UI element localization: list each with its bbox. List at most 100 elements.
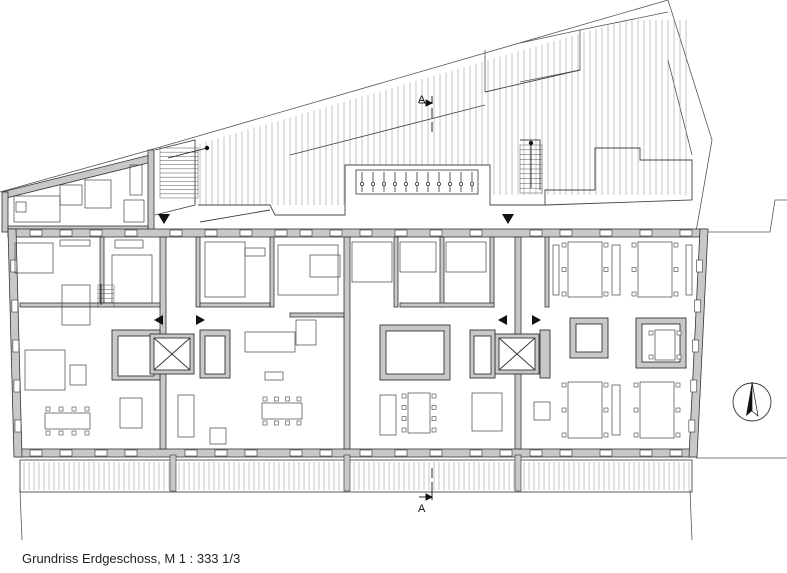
drawing-caption: Grundriss Erdgeschoss, M 1 : 333 1/3: [22, 551, 241, 566]
window: [289, 449, 303, 457]
chair: [71, 406, 77, 412]
window: [359, 449, 373, 457]
chair: [285, 396, 290, 402]
window: [429, 229, 443, 237]
window: [559, 229, 573, 237]
window: [124, 449, 138, 457]
chair: [675, 432, 681, 438]
window: [688, 419, 696, 433]
chair: [401, 405, 407, 410]
window: [184, 449, 198, 457]
window: [639, 449, 653, 457]
chair: [561, 432, 567, 438]
window: [59, 229, 73, 237]
chair: [648, 354, 654, 360]
chair: [84, 406, 90, 412]
chair: [603, 242, 609, 248]
railing-post-knob: [436, 181, 441, 186]
window: [694, 299, 701, 313]
chair: [58, 430, 64, 436]
window: [29, 229, 43, 237]
chair: [285, 420, 290, 426]
furniture: [14, 239, 693, 445]
window: [214, 449, 228, 457]
window: [599, 449, 613, 457]
chair: [401, 416, 407, 421]
window: [11, 299, 19, 313]
south-arcade: [19, 454, 693, 493]
window: [429, 449, 443, 457]
chair: [262, 396, 268, 402]
window: [244, 449, 258, 457]
window: [12, 339, 20, 353]
window: [239, 229, 253, 237]
chair: [84, 430, 90, 436]
north-terrace-hatching: [199, 20, 687, 205]
window: [124, 229, 138, 237]
chair: [631, 242, 637, 248]
railing: [355, 169, 479, 195]
railing-post-knob: [403, 181, 408, 186]
chair: [631, 267, 637, 272]
window: [169, 229, 183, 237]
chair: [45, 430, 51, 436]
chair: [633, 382, 639, 388]
window: [679, 229, 693, 237]
window: [94, 449, 108, 457]
railing-post-knob: [359, 181, 364, 186]
chair: [648, 330, 654, 336]
window: [696, 259, 703, 273]
chair: [274, 420, 279, 426]
railing-post-knob: [370, 181, 375, 186]
chair: [673, 242, 679, 248]
stair-outline: [97, 284, 115, 308]
window: [89, 229, 103, 237]
chair: [431, 416, 437, 421]
chair: [296, 396, 302, 402]
chair: [631, 291, 637, 297]
chair: [673, 267, 679, 272]
chair: [71, 430, 77, 436]
chair: [431, 393, 437, 399]
chair: [431, 405, 437, 410]
section-label-bottom: A: [418, 503, 426, 515]
chair: [58, 406, 64, 412]
railing-post-knob: [447, 181, 452, 186]
window: [692, 339, 699, 353]
chair: [603, 382, 609, 388]
chair: [561, 291, 567, 297]
chair: [296, 420, 302, 426]
railing-post-knob: [425, 181, 430, 186]
railing-post-knob: [381, 181, 386, 186]
window: [299, 229, 313, 237]
terrace-edges: [154, 69, 693, 223]
window-marks: [10, 229, 703, 457]
chairs: [45, 242, 682, 438]
window: [469, 449, 483, 457]
chair: [45, 406, 51, 412]
chair: [633, 432, 639, 438]
window: [274, 229, 288, 237]
elevator-east: [494, 333, 540, 375]
section-line-a: [419, 96, 434, 501]
window: [669, 449, 683, 457]
window: [394, 449, 408, 457]
window: [599, 229, 613, 237]
chair: [262, 420, 268, 426]
annex-furniture: [13, 164, 145, 223]
chair: [274, 396, 279, 402]
window: [529, 229, 543, 237]
chair: [676, 354, 682, 360]
chair: [561, 407, 567, 413]
railing-post-knob: [414, 181, 419, 186]
section-label-top: A: [418, 94, 426, 106]
core-east: [379, 317, 687, 381]
railing-post-knob: [392, 181, 397, 186]
chair: [401, 427, 407, 433]
stair-arrow-icon: [100, 140, 534, 305]
chair: [603, 291, 609, 297]
chair: [603, 432, 609, 438]
window: [13, 379, 21, 393]
window: [329, 229, 343, 237]
